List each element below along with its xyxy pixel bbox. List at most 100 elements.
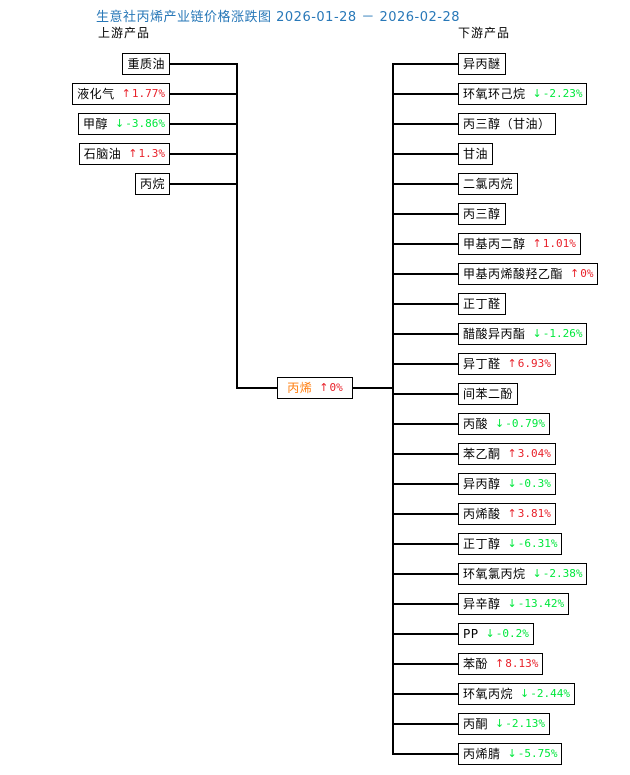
node-label: 丙酸 bbox=[463, 417, 489, 431]
node-label: 二氯丙烷 bbox=[463, 177, 514, 191]
upstream-connector bbox=[170, 123, 238, 125]
upstream-connector bbox=[170, 183, 238, 185]
node-label: 苯乙酮 bbox=[463, 447, 501, 461]
downstream-connector bbox=[392, 423, 458, 425]
node-label: 石脑油 bbox=[83, 147, 122, 161]
downstream-node[interactable]: 环氧氯丙烷↓-2.38% bbox=[458, 563, 588, 585]
downstream-node[interactable]: 环氧环己烷 ↓-2.23% bbox=[458, 83, 588, 105]
downstream-node[interactable]: 丙三醇（甘油） bbox=[458, 113, 556, 135]
node-label: 苯酚 bbox=[463, 657, 489, 671]
node-change-value: ↓-5.75% bbox=[507, 747, 558, 760]
arrow-down-icon: ↓ bbox=[495, 417, 505, 430]
node-label: 液化气 bbox=[77, 87, 115, 101]
downstream-connector bbox=[392, 543, 458, 545]
downstream-connector bbox=[392, 483, 458, 485]
arrow-down-icon: ↓ bbox=[507, 597, 517, 610]
downstream-node[interactable]: 丙酸 ↓-0.79% bbox=[458, 413, 550, 435]
arrow-up-icon: ↑ bbox=[507, 507, 517, 520]
node-label: 丙烯酸 bbox=[463, 507, 501, 521]
node-change-value: ↓-6.31% bbox=[507, 537, 558, 550]
node-change-value: ↑0% bbox=[319, 381, 343, 394]
downstream-node[interactable]: 丙三醇 bbox=[458, 203, 506, 225]
node-label: 正丁醛 bbox=[463, 297, 501, 311]
node-label: 甲基丙烯酸羟乙酯 bbox=[463, 267, 564, 281]
node-label: 环氧环己烷 bbox=[463, 87, 526, 101]
arrow-down-icon: ↓ bbox=[507, 477, 517, 490]
center-left-connector bbox=[236, 387, 277, 389]
downstream-node[interactable]: 丙烯腈↓-5.75% bbox=[458, 743, 563, 765]
downstream-node[interactable]: 苯酚↑8.13% bbox=[458, 653, 544, 675]
downstream-connector bbox=[392, 123, 458, 125]
downstream-connector bbox=[392, 333, 458, 335]
upstream-connector bbox=[170, 93, 238, 95]
arrow-up-icon: ↑ bbox=[128, 147, 138, 160]
downstream-connector bbox=[392, 393, 458, 395]
node-label: 丙三醇（甘油） bbox=[463, 117, 551, 131]
arrow-down-icon: ↓ bbox=[115, 117, 125, 130]
downstream-node[interactable]: 异丁醛↑6.93% bbox=[458, 353, 556, 375]
node-change-value: ↓-2.23% bbox=[532, 87, 583, 100]
downstream-node[interactable]: 异丙醚 bbox=[458, 53, 506, 75]
node-label: 丙烯 bbox=[287, 381, 313, 395]
node-change-value: ↑1.3% bbox=[128, 147, 165, 160]
downstream-node[interactable]: 丙烯酸 ↑3.81% bbox=[458, 503, 556, 525]
node-label: 异辛醇 bbox=[463, 597, 501, 611]
arrow-down-icon: ↓ bbox=[532, 87, 542, 100]
downstream-node[interactable]: 甲基丙烯酸羟乙酯↑0% bbox=[458, 263, 599, 285]
downstream-node[interactable]: 甘油 bbox=[458, 143, 494, 165]
downstream-connector bbox=[392, 633, 458, 635]
downstream-node[interactable]: 环氧丙烷 ↓-2.44% bbox=[458, 683, 575, 705]
arrow-up-icon: ↑ bbox=[570, 267, 580, 280]
downstream-connector bbox=[392, 273, 458, 275]
node-label: 环氧氯丙烷 bbox=[463, 567, 526, 581]
downstream-node[interactable]: 苯乙酮↑3.04% bbox=[458, 443, 556, 465]
downstream-node[interactable]: 正丁醇 ↓-6.31% bbox=[458, 533, 563, 555]
arrow-down-icon: ↓ bbox=[495, 717, 505, 730]
node-label: 正丁醇 bbox=[463, 537, 501, 551]
downstream-column-header: 下游产品 bbox=[458, 26, 511, 40]
downstream-node[interactable]: PP↓-0.2% bbox=[458, 623, 534, 645]
node-label: 间苯二酚 bbox=[463, 387, 514, 401]
downstream-connector bbox=[392, 663, 458, 665]
downstream-node[interactable]: 异丙醇↓-0.3% bbox=[458, 473, 556, 495]
arrow-down-icon: ↓ bbox=[532, 567, 542, 580]
downstream-node[interactable]: 甲基丙二醇↑1.01% bbox=[458, 233, 581, 255]
arrow-up-icon: ↑ bbox=[121, 87, 131, 100]
arrow-up-icon: ↑ bbox=[532, 237, 542, 250]
node-change-value: ↑3.81% bbox=[507, 507, 551, 520]
downstream-node[interactable]: 醋酸异丙酯↓-1.26% bbox=[458, 323, 588, 345]
downstream-node[interactable]: 二氯丙烷 bbox=[458, 173, 519, 195]
page-title: 生意社丙烯产业链价格涨跌图 2026-01-28 － 2026-02-28 bbox=[96, 10, 460, 25]
downstream-node[interactable]: 正丁醛 bbox=[458, 293, 506, 315]
node-change-value: ↓-2.44% bbox=[520, 687, 570, 700]
downstream-connector bbox=[392, 453, 458, 455]
upstream-node[interactable]: 丙烷 bbox=[134, 173, 170, 195]
node-change-value: ↑1.77% bbox=[121, 87, 165, 100]
upstream-node[interactable]: 石脑油 ↑1.3% bbox=[78, 143, 170, 165]
upstream-node[interactable]: 重质油 bbox=[122, 53, 170, 75]
center-node[interactable]: 丙烯 ↑0% bbox=[277, 377, 353, 399]
downstream-connector bbox=[392, 573, 458, 575]
upstream-node[interactable]: 液化气 ↑1.77% bbox=[72, 83, 170, 105]
node-change-value: ↑1.01% bbox=[532, 237, 576, 250]
node-label: 丙三醇 bbox=[463, 207, 501, 221]
downstream-node[interactable]: 丙酮↓-2.13% bbox=[458, 713, 550, 735]
node-label: 环氧丙烷 bbox=[463, 687, 514, 701]
downstream-connector bbox=[392, 303, 458, 305]
node-label: 甘油 bbox=[463, 147, 489, 161]
downstream-connector bbox=[392, 753, 458, 755]
node-label: 丙酮 bbox=[463, 717, 489, 731]
upstream-node[interactable]: 甲醇↓-3.86% bbox=[78, 113, 170, 135]
node-change-value: ↓-0.79% bbox=[495, 417, 545, 430]
downstream-node[interactable]: 间苯二酚 bbox=[458, 383, 519, 405]
downstream-connector bbox=[392, 183, 458, 185]
arrow-up-icon: ↑ bbox=[507, 357, 517, 370]
arrow-down-icon: ↓ bbox=[485, 627, 495, 640]
arrow-down-icon: ↓ bbox=[532, 327, 542, 340]
node-label: 醋酸异丙酯 bbox=[463, 327, 526, 341]
downstream-connector bbox=[392, 93, 458, 95]
downstream-node[interactable]: 异辛醇↓-13.42% bbox=[458, 593, 570, 615]
node-label: 丙烷 bbox=[139, 177, 165, 191]
downstream-connector bbox=[392, 363, 458, 365]
